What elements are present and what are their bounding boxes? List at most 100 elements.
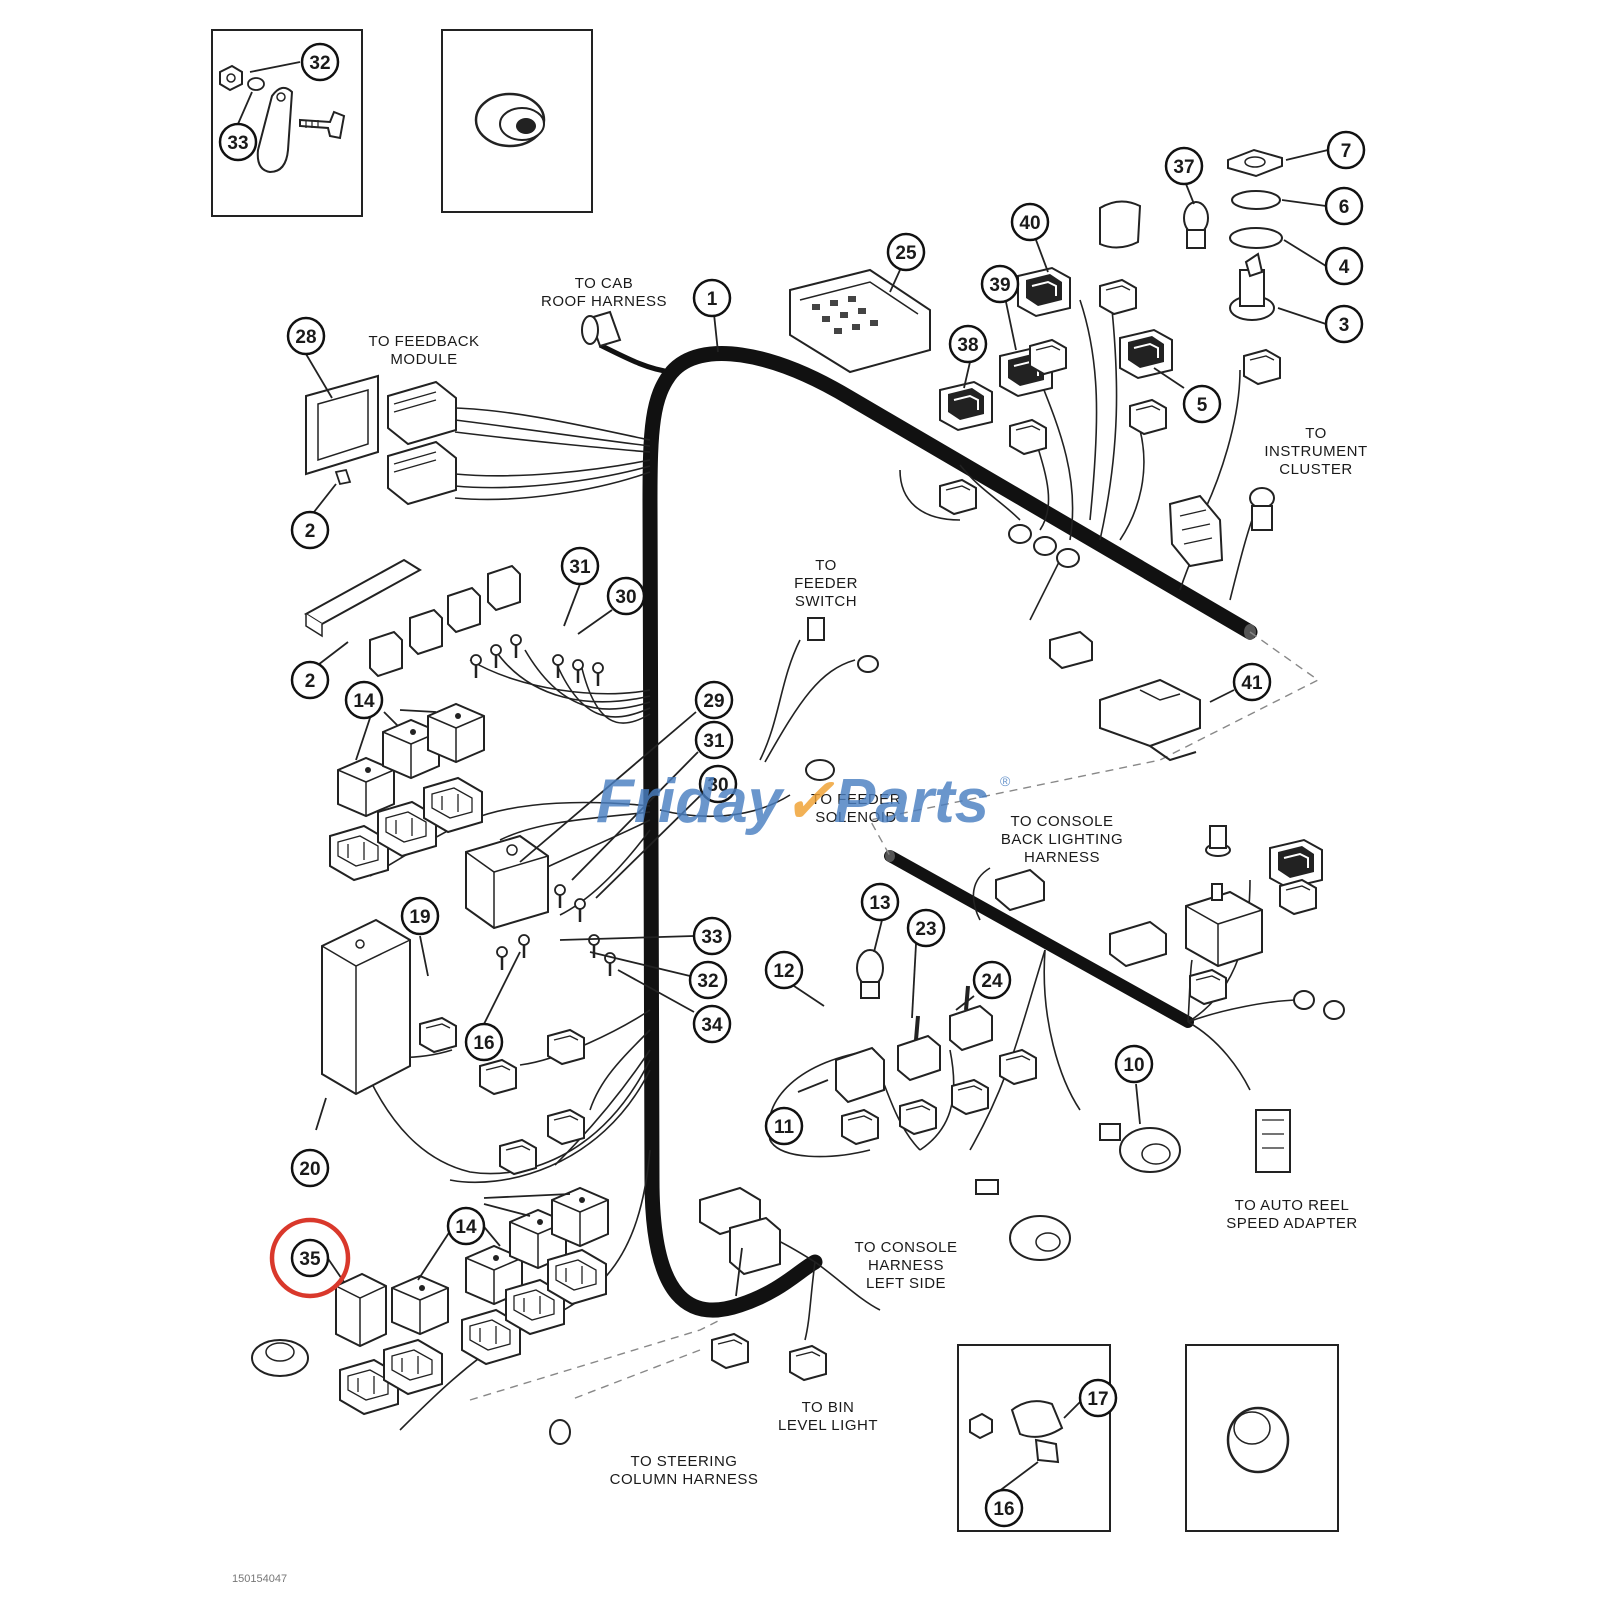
diode-blocks xyxy=(369,564,521,678)
svg-text:LEFT SIDE: LEFT SIDE xyxy=(866,1275,946,1292)
connector-plug xyxy=(1129,399,1167,435)
connector-plug xyxy=(1279,879,1317,915)
callout-7: 7 xyxy=(1326,130,1366,170)
connector-plug xyxy=(1243,349,1281,385)
nut-7 xyxy=(1227,148,1283,178)
svg-text:28: 28 xyxy=(295,327,316,348)
auto-reel-connector xyxy=(1255,1109,1291,1173)
callout-2: 2 xyxy=(290,510,330,550)
label-console-back: TO CONSOLE BACK LIGHTING HARNESS xyxy=(1001,813,1123,866)
fuse-block-25 xyxy=(789,268,931,374)
callout-20: 20 xyxy=(290,1148,330,1188)
svg-text:3: 3 xyxy=(1339,315,1350,336)
callout-16: 16 xyxy=(464,1022,504,1062)
svg-text:11: 11 xyxy=(774,1117,795,1138)
svg-text:14: 14 xyxy=(353,691,375,712)
callout-14: 14 xyxy=(446,1206,486,1246)
toggle-switches-23-24 xyxy=(897,985,993,1082)
relay-35 xyxy=(335,1272,387,1348)
washer-6 xyxy=(1231,190,1281,210)
callout-33: 33 xyxy=(692,916,732,956)
svg-text:TO FEEDBACK: TO FEEDBACK xyxy=(368,333,479,350)
console-lighting-plug xyxy=(995,868,1045,912)
svg-text:32: 32 xyxy=(697,971,718,992)
callout-34: 34 xyxy=(692,1004,732,1044)
callout-16: 16 xyxy=(984,1488,1024,1528)
callout-6: 6 xyxy=(1324,186,1364,226)
svg-text:Friday✓Parts: Friday✓Parts xyxy=(596,767,989,836)
main-harness xyxy=(581,310,1258,1318)
callout-32: 32 xyxy=(688,960,728,1000)
svg-text:HARNESS: HARNESS xyxy=(1024,849,1100,866)
callout-31: 31 xyxy=(560,546,600,586)
dashed-reference-lines xyxy=(469,631,1320,1401)
callout-38: 38 xyxy=(948,324,988,364)
svg-text:TO CAB: TO CAB xyxy=(575,275,634,292)
svg-text:16: 16 xyxy=(473,1033,494,1054)
svg-text:CLUSTER: CLUSTER xyxy=(1279,461,1353,478)
callout-33: 33 xyxy=(218,122,258,162)
callout-39: 39 xyxy=(980,264,1020,304)
svg-text:5: 5 xyxy=(1197,395,1208,416)
callout-32: 32 xyxy=(300,42,340,82)
callout-37: 37 xyxy=(1164,146,1204,186)
bulb-sockets xyxy=(1008,524,1080,568)
svg-text:20: 20 xyxy=(299,1159,320,1180)
svg-text:INSTRUMENT: INSTRUMENT xyxy=(1264,443,1367,460)
callout-28: 28 xyxy=(286,316,326,356)
svg-text:7: 7 xyxy=(1341,141,1352,162)
svg-text:39: 39 xyxy=(989,275,1010,296)
switch-base-11 xyxy=(835,1046,885,1104)
plug-steering xyxy=(549,1419,571,1445)
label-instrument: TO INSTRUMENT CLUSTER xyxy=(1264,425,1367,478)
callout-3: 3 xyxy=(1324,304,1364,344)
connector-plug xyxy=(1029,339,1067,375)
svg-text:®: ® xyxy=(1000,773,1011,789)
svg-text:FEEDER: FEEDER xyxy=(794,575,858,592)
svg-text:HARNESS: HARNESS xyxy=(868,1257,944,1274)
key-switch-3 xyxy=(1229,252,1275,321)
svg-text:1: 1 xyxy=(707,289,718,310)
svg-text:35: 35 xyxy=(299,1249,321,1270)
flasher-component xyxy=(251,1339,309,1377)
svg-text:ROOF HARNESS: ROOF HARNESS xyxy=(541,293,667,310)
feedback-sensor-41 xyxy=(1099,678,1201,762)
label-feedback: TO FEEDBACK MODULE xyxy=(368,333,479,368)
callout-12: 12 xyxy=(764,950,804,990)
branch-wires xyxy=(349,289,1301,1431)
callout-14: 14 xyxy=(344,680,384,720)
switch-38 xyxy=(939,381,993,431)
connector-bin-level xyxy=(789,1345,827,1381)
callout-41: 41 xyxy=(1232,662,1272,702)
label-console-left: TO CONSOLE HARNESS LEFT SIDE xyxy=(854,1239,957,1292)
svg-text:29: 29 xyxy=(703,691,724,712)
label-auto-reel: TO AUTO REEL SPEED ADAPTER xyxy=(1226,1197,1357,1232)
svg-text:23: 23 xyxy=(915,919,936,940)
svg-text:38: 38 xyxy=(957,335,978,356)
svg-text:17: 17 xyxy=(1087,1389,1108,1410)
svg-text:TO BIN: TO BIN xyxy=(802,1399,855,1416)
svg-text:24: 24 xyxy=(981,971,1003,992)
callout-25: 25 xyxy=(886,232,926,272)
svg-text:2: 2 xyxy=(305,671,316,692)
svg-text:34: 34 xyxy=(701,1015,723,1036)
label-feeder-solenoid: TO FEEDER SOLENOID xyxy=(811,791,901,826)
connector-plug xyxy=(1009,419,1047,455)
svg-text:TO: TO xyxy=(815,557,837,574)
svg-text:10: 10 xyxy=(1123,1055,1144,1076)
knob-component xyxy=(1099,200,1142,249)
callout-4: 4 xyxy=(1324,246,1364,286)
svg-text:31: 31 xyxy=(569,557,591,578)
svg-text:TO AUTO REEL: TO AUTO REEL xyxy=(1235,1197,1350,1214)
plug-41-small xyxy=(1049,630,1093,670)
terminals xyxy=(469,633,605,688)
svg-text:14: 14 xyxy=(455,1217,477,1238)
callout-11: 11 xyxy=(764,1106,804,1146)
cube-switch xyxy=(1185,883,1263,968)
callout-29: 29 xyxy=(694,680,734,720)
callout-24: 24 xyxy=(972,960,1012,1000)
callout-35: 35 xyxy=(290,1238,330,1278)
svg-text:37: 37 xyxy=(1173,157,1194,178)
